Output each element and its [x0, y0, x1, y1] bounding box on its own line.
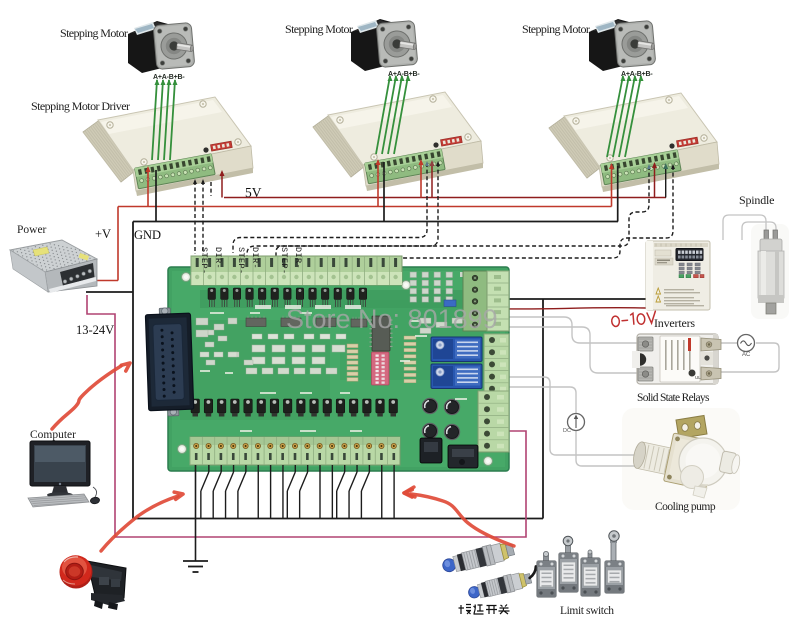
svg-text:A+A-B+B-: A+A-B+B- [388, 71, 420, 78]
svg-text:Stepping Motor Driver: Stepping Motor Driver [31, 99, 130, 113]
svg-text:DIR-: DIR- [250, 247, 260, 269]
svg-text:A+A-B+B-: A+A-B+B- [621, 71, 653, 78]
svg-text:Inverters: Inverters [654, 316, 695, 330]
svg-text:GND: GND [134, 228, 161, 242]
svg-text:DIR-: DIR- [293, 247, 303, 269]
svg-text:Stepping Motor: Stepping Motor [522, 22, 590, 36]
svg-text:Stepping Motor: Stepping Motor [60, 26, 128, 40]
svg-text:DC: DC [563, 428, 571, 434]
svg-text:Solid State Relays: Solid State Relays [637, 392, 710, 404]
svg-text:13-24V: 13-24V [76, 323, 114, 337]
svg-text:Computer: Computer [30, 429, 76, 441]
svg-text:STEP-: STEP- [279, 247, 289, 275]
svg-text:STEP-: STEP- [199, 247, 209, 275]
svg-text:Cooling pump: Cooling pump [655, 501, 716, 513]
svg-text:Limit switch: Limit switch [560, 605, 614, 617]
svg-text:+V: +V [95, 227, 111, 241]
svg-text:UL: UL [695, 375, 701, 380]
svg-text:A+A-B+B-: A+A-B+B- [153, 74, 185, 81]
svg-text:AC: AC [742, 352, 751, 358]
svg-text:Store No: 801899: Store No: 801899 [286, 304, 498, 334]
svg-text:Spindle: Spindle [739, 193, 774, 207]
svg-text:5V: 5V [245, 185, 262, 200]
svg-text:STEP-: STEP- [236, 247, 246, 275]
svg-text:DIR-: DIR- [213, 247, 223, 269]
svg-text:Power: Power [17, 224, 47, 236]
svg-text:Stepping Motor: Stepping Motor [285, 22, 353, 36]
